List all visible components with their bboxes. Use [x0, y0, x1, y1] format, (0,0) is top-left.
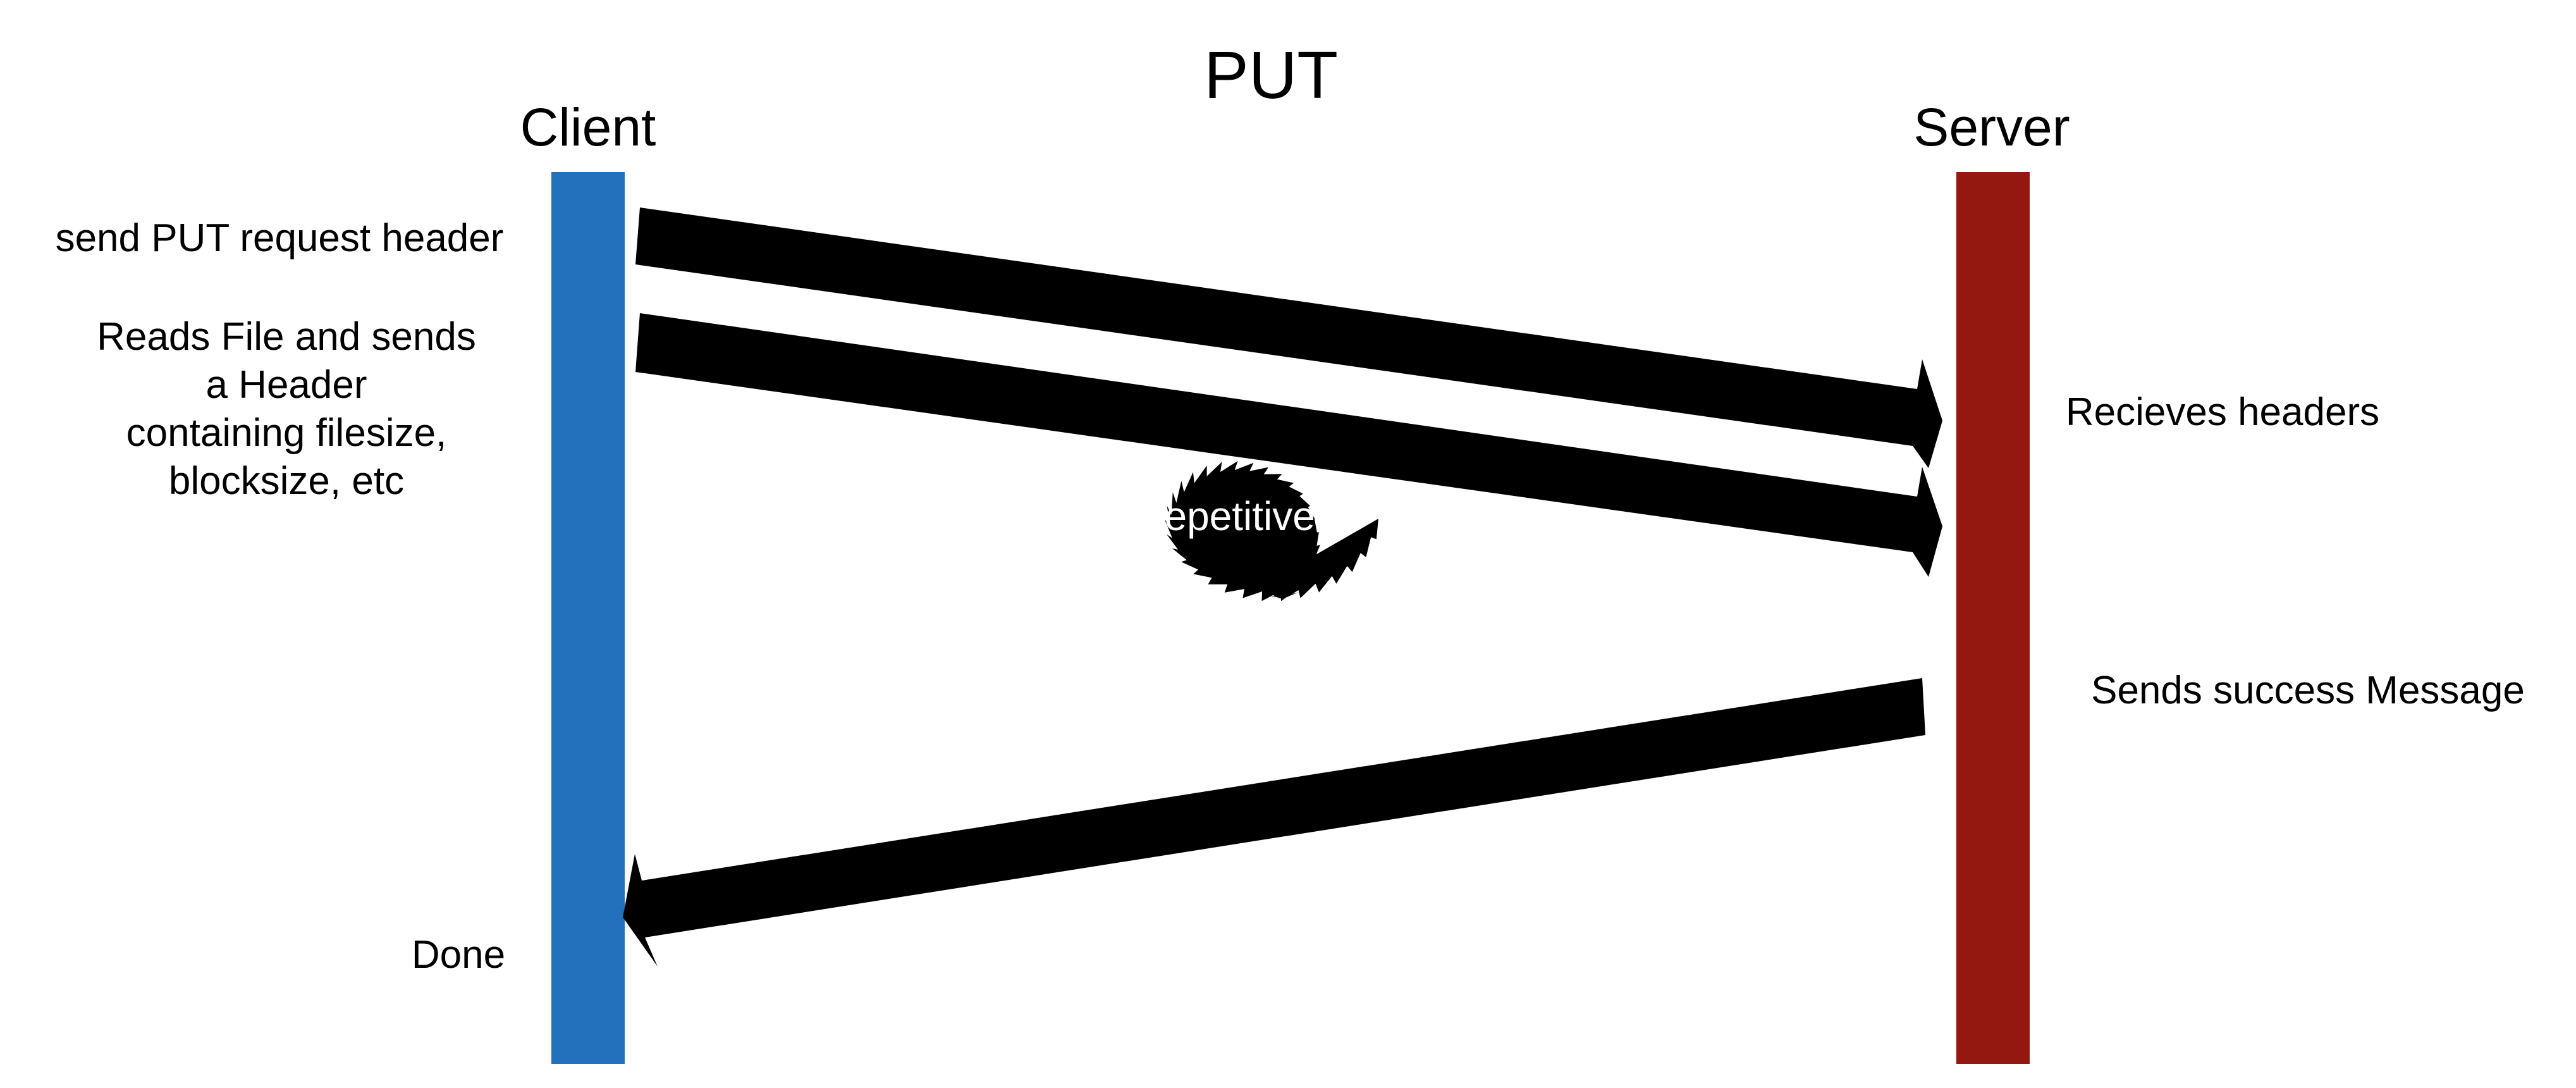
loop-badge-label: repetitive — [1151, 493, 1315, 539]
client-lifeline — [551, 172, 625, 1064]
file-header-arrow — [635, 313, 1942, 577]
client-step-reads-file-line: containing filesize, — [126, 411, 447, 455]
starburst-icon — [1165, 461, 1378, 602]
diagram-title: PUT — [1204, 38, 1338, 113]
client-header: Client — [520, 97, 656, 157]
client-step-reads-file-line: a Header — [205, 363, 367, 407]
success-message-arrow — [623, 678, 1925, 967]
client-step-reads-file-line: Reads File and sends — [97, 315, 476, 359]
server-step-sends-success: Sends success Message — [2091, 669, 2525, 712]
server-header: Server — [1913, 97, 2070, 157]
client-step-reads-file: Reads File and sends a Header containing… — [97, 315, 476, 503]
client-step-reads-file-line: blocksize, etc — [169, 459, 404, 503]
server-lifeline — [1956, 172, 2030, 1064]
put-header-arrow — [635, 207, 1942, 468]
client-step-send-header: send PUT request header — [56, 216, 504, 260]
client-step-done: Done — [412, 933, 505, 977]
server-step-receives-headers: Recieves headers — [2066, 390, 2379, 434]
